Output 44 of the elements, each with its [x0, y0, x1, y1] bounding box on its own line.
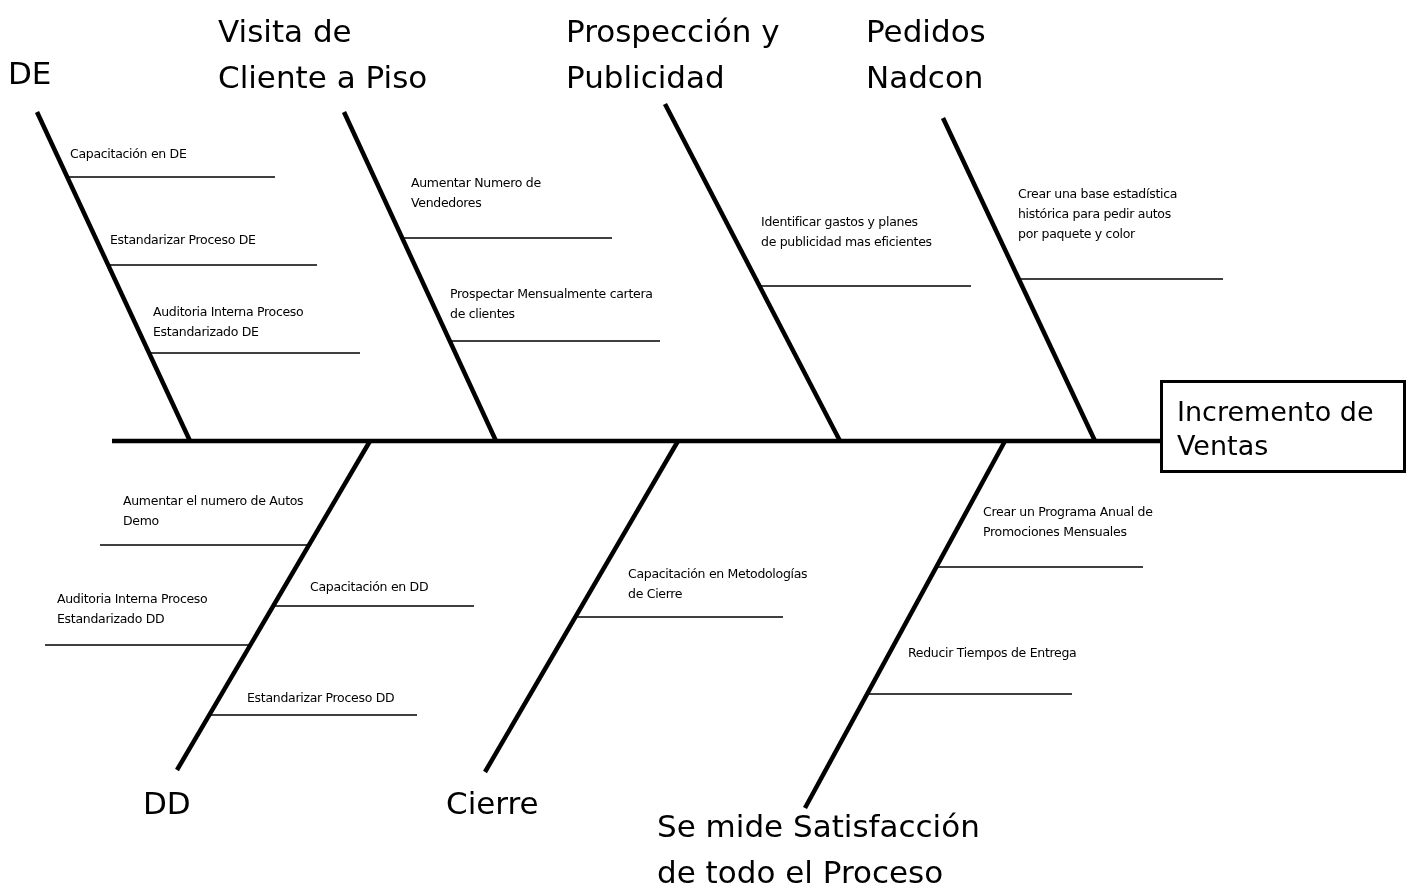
- cause-text: Capacitación en DE: [70, 144, 260, 164]
- branch-line: [449, 340, 661, 342]
- category-label: Prospección y Publicidad: [566, 8, 866, 100]
- spine-line: [112, 438, 1160, 444]
- bone-line: [341, 111, 499, 442]
- branch-line: [574, 616, 784, 618]
- branch-line: [935, 566, 1144, 568]
- cause-text: Identificar gastos y planes de publicidad mas eficientes: [761, 212, 936, 252]
- bone-line: [483, 439, 680, 774]
- category-label: Pedidos Nadcon: [866, 8, 1046, 100]
- cause-text: Aumentar Numero de Vendedores: [411, 173, 601, 213]
- bone-line: [940, 117, 1098, 442]
- category-label: Cierre: [446, 780, 596, 826]
- branch-line: [107, 264, 318, 266]
- branch-line: [866, 693, 1073, 695]
- branch-line: [401, 237, 613, 239]
- cause-text: Estandarizar Proceso DD: [247, 688, 447, 708]
- cause-text: Reducir Tiempos de Entrega: [908, 643, 1078, 663]
- branch-line: [208, 714, 418, 716]
- category-label: DE: [8, 50, 88, 96]
- bone-line: [803, 439, 1007, 810]
- cause-text: Auditoria Interna Proceso Estandarizado DE: [153, 302, 358, 342]
- branch-line: [66, 176, 276, 178]
- cause-text: Estandarizar Proceso DE: [110, 230, 310, 250]
- bone-line: [663, 102, 842, 443]
- cause-text: Crear un Programa Anual de Promociones Mensuales: [983, 502, 1158, 542]
- branch-line: [148, 352, 361, 354]
- branch-line: [272, 605, 475, 607]
- effect-box: Incremento de Ventas: [1160, 380, 1406, 473]
- branch-line: [99, 544, 310, 546]
- bone-line: [34, 111, 193, 442]
- category-label: Se mide Satisfacción de todo el Proceso: [657, 803, 1027, 890]
- cause-text: Aumentar el numero de Autos Demo: [123, 491, 313, 531]
- cause-text: Prospectar Mensualmente cartera de clientes: [450, 284, 660, 324]
- cause-text: Capacitación en DD: [310, 577, 475, 597]
- branch-line: [758, 285, 972, 287]
- category-label: Visita de Cliente a Piso: [218, 8, 468, 100]
- branch-line: [1018, 278, 1224, 280]
- cause-text: Crear una base estadística histórica para pedir autos por paquete y color: [1018, 184, 1186, 244]
- branch-line: [44, 644, 251, 646]
- bone-line: [175, 439, 372, 772]
- cause-text: Capacitación en Metodologías de Cierre: [628, 564, 818, 604]
- category-label: DD: [143, 780, 223, 826]
- cause-text: Auditoria Interna Proceso Estandarizado DD: [57, 589, 262, 629]
